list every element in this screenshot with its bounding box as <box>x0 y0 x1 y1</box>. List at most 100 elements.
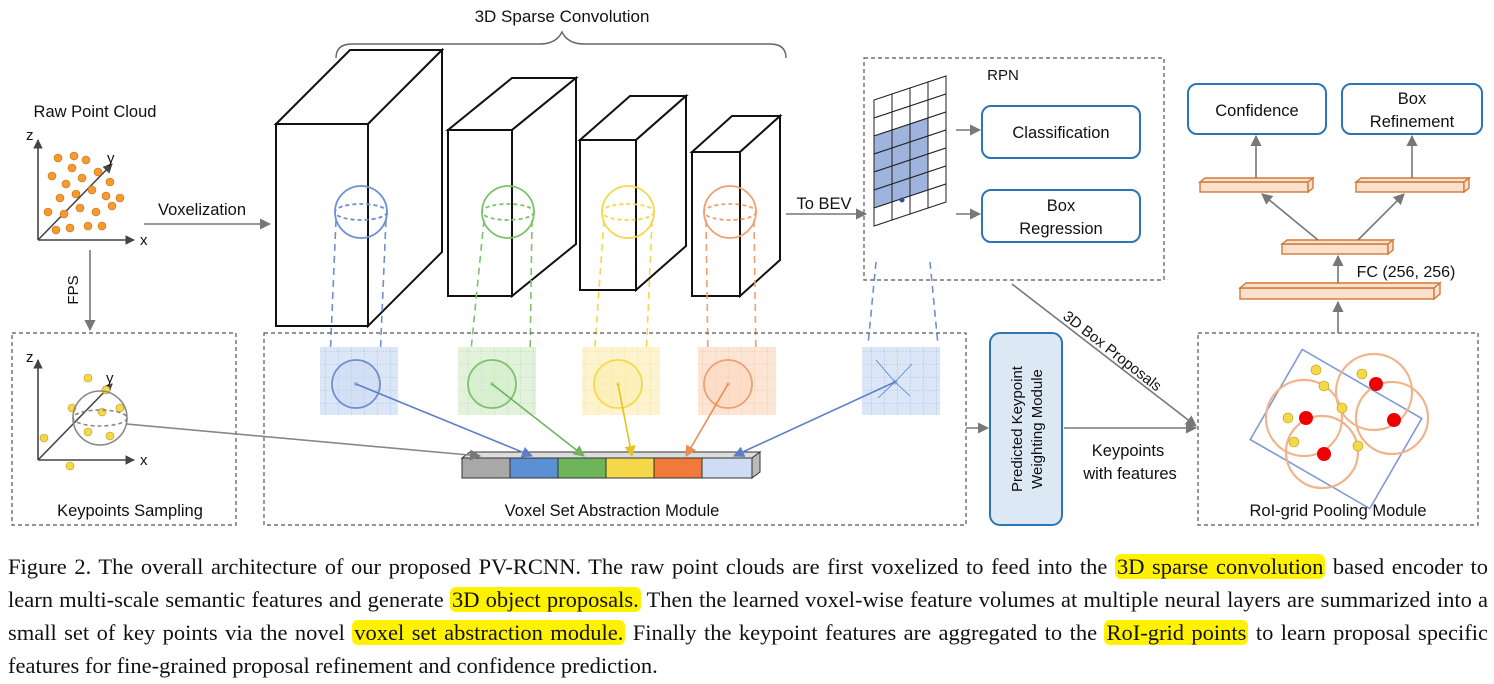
raw-point <box>59 209 69 219</box>
raw-point <box>107 201 117 211</box>
classification-box <box>981 105 1141 159</box>
box-regression-label-2: Regression <box>1019 220 1102 238</box>
box-refinement-box <box>1341 83 1483 135</box>
fc2-to-left-arrow <box>1261 193 1319 241</box>
arrow-bev <box>732 381 896 457</box>
keypoint <box>83 427 93 437</box>
raw-point <box>87 185 97 195</box>
vsa-grid-circles <box>331 359 898 409</box>
sphere-yellow <box>601 185 655 239</box>
raw-axis-x: x <box>140 232 148 249</box>
raw-axis-y: y <box>107 150 115 167</box>
raw-point <box>61 179 71 189</box>
keypoint <box>39 433 49 443</box>
keypoints-sampling-label: Keypoints Sampling <box>57 502 203 520</box>
bev-keypoint <box>899 197 905 203</box>
feature-concat-bar <box>460 451 762 479</box>
arrow-yellow <box>617 383 636 458</box>
figure-caption: Figure 2. The overall architecture of ou… <box>8 550 1488 682</box>
raw-point-cloud-label: Raw Point Cloud <box>34 103 157 121</box>
box-refinement-label-2: Refinement <box>1370 113 1455 131</box>
roi-grid-point <box>1317 447 1331 461</box>
sphere-blue <box>334 185 388 239</box>
raw-point <box>83 221 93 231</box>
roi-grid-point <box>1299 411 1313 425</box>
raw-point <box>105 177 115 187</box>
arrow-orange <box>685 383 729 457</box>
raw-point <box>71 189 81 199</box>
confidence-box <box>1187 83 1327 135</box>
raw-point <box>81 155 91 165</box>
raw-point <box>115 193 125 203</box>
rpn-title: RPN <box>987 67 1019 84</box>
raw-point <box>91 207 101 217</box>
roi-grid-point <box>1369 377 1383 391</box>
voxelization-label: Voxelization <box>158 201 246 219</box>
sphere-green <box>481 185 535 239</box>
bev-interp-lines <box>875 359 913 399</box>
keypoint <box>1288 436 1300 448</box>
keypoint <box>1318 380 1330 392</box>
raw-point <box>65 223 75 233</box>
classification-label: Classification <box>1012 124 1109 142</box>
raw-point <box>43 207 53 217</box>
box-regression-box <box>981 189 1141 243</box>
keypoints-features-label-1: Keypoints <box>1092 442 1164 460</box>
confidence-label: Confidence <box>1215 102 1298 120</box>
sparse-conv-brace <box>335 30 787 59</box>
roi-pool-container <box>1197 332 1479 526</box>
vsa-container <box>263 332 967 526</box>
keypoint <box>115 403 125 413</box>
keypoint <box>83 373 93 383</box>
proposals-label: 3D Box Proposals <box>1060 308 1165 395</box>
roi-grid-point <box>1387 413 1401 427</box>
kp-axis-x: x <box>140 452 148 469</box>
caption-part-1: Figure 2. The overall architecture of ou… <box>8 554 1115 579</box>
pkw-label-1: Predicted Keypoint <box>1009 365 1026 492</box>
raw-point <box>93 167 103 177</box>
keypoints-features-label-2: with features <box>1082 465 1177 483</box>
fc2-to-right-arrow <box>1357 193 1405 241</box>
caption-part-3: Then the learned voxel-wise feature volu… <box>8 587 1489 645</box>
caption-part-2: based encoder to learn multi-scale seman… <box>8 554 1489 612</box>
raw-point <box>97 221 107 231</box>
arrow-green <box>491 383 585 457</box>
raw-point <box>77 173 87 183</box>
raw-point-cloud-plot: z y x <box>26 127 148 249</box>
keypoint <box>1356 368 1368 380</box>
pkw-module <box>989 332 1063 526</box>
sphere-orange <box>703 185 757 239</box>
architecture-diagram: 3D Sparse Convolution Raw Point Cloud z … <box>11 7 1483 526</box>
kp-axis-z: z <box>26 349 34 366</box>
keypoint <box>1310 364 1322 376</box>
conv-block-2 <box>445 75 579 299</box>
keypoint <box>97 407 107 417</box>
keypoints-plot: z y x <box>26 349 148 471</box>
caption-highlight-1: 3D sparse convolution <box>1114 554 1326 579</box>
conv-block-3 <box>577 93 689 293</box>
fc-label: FC (256, 256) <box>1357 264 1456 281</box>
keypoint <box>65 461 75 471</box>
sparse-conv-title: 3D Sparse Convolution <box>475 7 650 26</box>
caption-highlight-2: 3D object proposals. <box>449 587 641 612</box>
raw-point <box>69 151 79 161</box>
caption-part-4: Finally the keypoint features are aggreg… <box>625 620 1105 645</box>
fc-layer-left <box>1198 176 1315 194</box>
fc-layer-2 <box>1280 238 1395 256</box>
keypoints-sampling-container <box>11 332 237 526</box>
roi-grid-drawing <box>1249 348 1430 510</box>
keypoint <box>1336 402 1348 414</box>
projection-lines <box>329 219 939 361</box>
raw-point <box>55 193 65 203</box>
rpn-container <box>863 57 1165 281</box>
conv-block-1 <box>273 47 445 329</box>
fc-layer-1 <box>1238 281 1442 301</box>
arrow-kp-grey <box>125 423 482 461</box>
bev-grid <box>873 75 947 227</box>
roi-pool-label: RoI-grid Pooling Module <box>1249 502 1426 520</box>
to-bev-label: To BEV <box>796 195 851 213</box>
box-regression-label-1: Box <box>1047 197 1076 215</box>
keypoint <box>1282 412 1294 424</box>
vsa-module-label: Voxel Set Abstraction Module <box>505 502 720 520</box>
fc-layer-right <box>1354 176 1471 194</box>
